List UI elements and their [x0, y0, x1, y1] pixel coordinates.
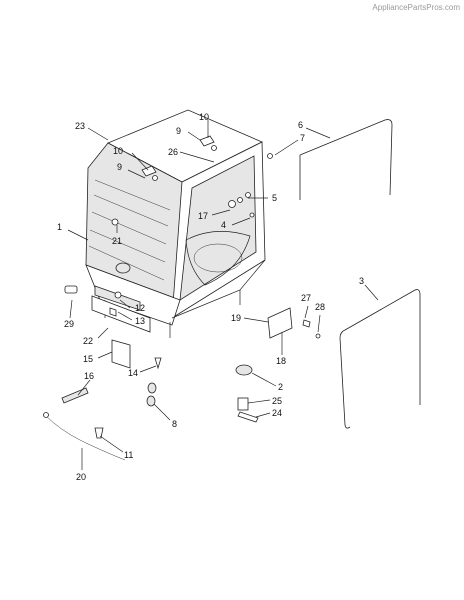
callout-10b: 10 — [113, 146, 123, 156]
door-gasket — [299, 119, 393, 200]
callout-1: 1 — [57, 222, 62, 232]
small-bracket — [235, 364, 253, 376]
callout-22: 22 — [83, 336, 93, 346]
callout-26: 26 — [168, 147, 178, 157]
callout-14: 14 — [128, 368, 138, 378]
callout-23: 23 — [75, 121, 85, 131]
callout-27: 27 — [301, 293, 311, 303]
cable — [44, 414, 126, 461]
callout-28: 28 — [315, 302, 325, 312]
callout-6: 6 — [298, 120, 303, 130]
callout-21: 21 — [112, 236, 122, 246]
callout-3: 3 — [359, 276, 364, 286]
clips — [146, 382, 157, 407]
tub-gasket — [339, 289, 421, 429]
callout-16: 16 — [84, 371, 94, 381]
callout-2: 2 — [278, 382, 283, 392]
callout-29: 29 — [64, 319, 74, 329]
callout-10a: 10 — [199, 112, 209, 122]
cable-end — [43, 412, 49, 418]
callout-7: 7 — [300, 133, 305, 143]
callout-17: 17 — [198, 211, 208, 221]
callout-9a: 9 — [176, 126, 181, 136]
callout-18: 18 — [276, 356, 286, 366]
callout-24: 24 — [272, 408, 282, 418]
callout-5: 5 — [272, 193, 277, 203]
screw-2 — [94, 427, 104, 439]
tub-assembly — [85, 109, 266, 338]
callout-25: 25 — [272, 396, 282, 406]
callout-20: 20 — [76, 472, 86, 482]
watermark: AppliancePartsPros.com — [372, 3, 460, 12]
callout-13: 13 — [135, 316, 145, 326]
callout-15: 15 — [83, 354, 93, 364]
callouts: 23 10 9 10 9 26 6 7 5 17 4 21 1 29 12 13… — [57, 112, 364, 482]
callout-8: 8 — [172, 419, 177, 429]
hinge-bracket — [267, 307, 321, 339]
callout-11: 11 — [124, 450, 133, 460]
tube — [61, 387, 89, 404]
callout-4: 4 — [221, 220, 226, 230]
screw — [154, 357, 162, 370]
top-brackets — [141, 135, 273, 218]
plate — [111, 339, 131, 369]
callout-12: 12 — [135, 303, 145, 313]
leader-lines — [67, 120, 379, 470]
callout-19: 19 — [231, 313, 241, 323]
switch-bracket — [237, 397, 259, 423]
callout-9b: 9 — [117, 162, 122, 172]
